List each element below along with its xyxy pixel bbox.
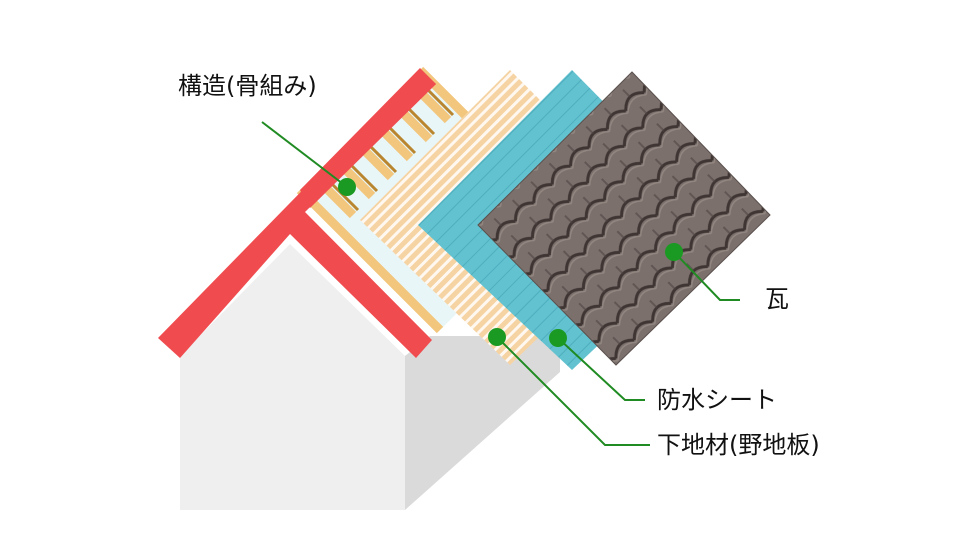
house-front-wall: [180, 244, 405, 510]
roof-edge-upper: [300, 68, 436, 208]
tile-layer: [477, 71, 771, 366]
leader-dots: [338, 178, 683, 347]
house-side-wall: [405, 336, 560, 510]
leader-tile: [673, 251, 740, 301]
leader-structure: [261, 121, 348, 188]
dot-sheet: [549, 329, 567, 347]
label-waterproof-sheet: 防水シート: [657, 386, 777, 414]
leader-sheet: [557, 337, 645, 401]
label-structure: 構造(骨組み): [178, 72, 317, 100]
label-base-board: 下地材(野地板): [657, 431, 820, 459]
label-tile: 瓦: [765, 285, 789, 313]
dot-board: [488, 328, 506, 346]
leader-board: [496, 336, 650, 446]
leader-lines: [261, 121, 740, 446]
dot-structure: [338, 178, 356, 196]
dot-tile: [665, 243, 683, 261]
